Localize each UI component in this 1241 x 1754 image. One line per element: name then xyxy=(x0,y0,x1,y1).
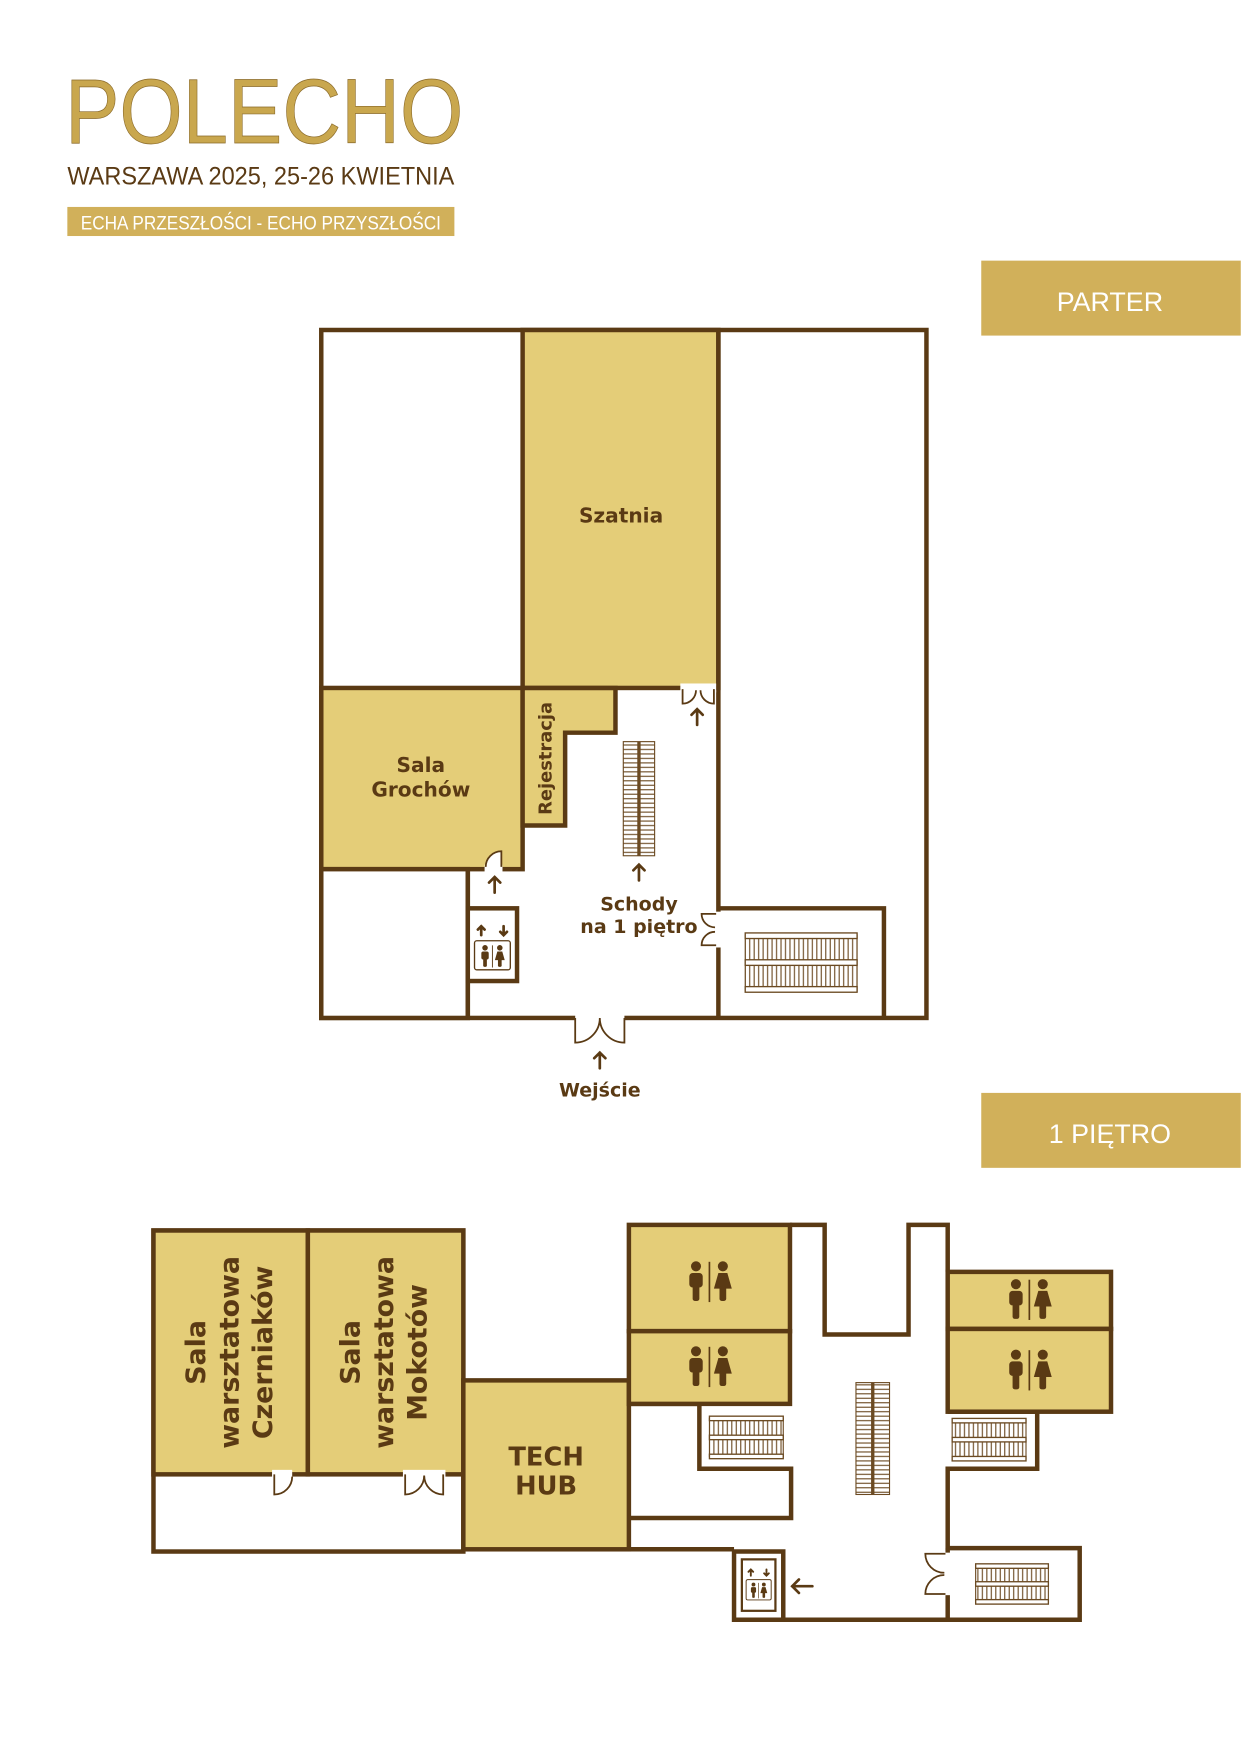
svg-text:PARTER: PARTER xyxy=(1057,287,1163,317)
arrow-up-icon xyxy=(632,862,646,882)
room-label: Mokotów xyxy=(402,1284,433,1421)
entrance-label: Wejście xyxy=(559,1079,641,1101)
room-mokotow[interactable] xyxy=(305,1228,466,1477)
room-label: Sala xyxy=(397,753,446,777)
room-rejestracja[interactable] xyxy=(520,685,618,828)
door-icon xyxy=(700,911,723,948)
stairs-icon xyxy=(744,932,858,993)
door-icon xyxy=(272,1469,294,1496)
door-icon xyxy=(924,1552,953,1596)
event-header: POLECHO WARSZAWA 2025, 25-26 KWIETNIA EC… xyxy=(65,61,464,237)
door-icon xyxy=(680,683,717,705)
room-label: warsztatowa xyxy=(369,1256,400,1449)
svg-text:1 PIĘTRO: 1 PIĘTRO xyxy=(1049,1119,1171,1149)
room-label: warsztatowa xyxy=(214,1256,245,1449)
room-label: Czerniaków xyxy=(248,1266,279,1439)
ground-floor-plan: Szatnia Sala Grochów Rejestracja xyxy=(319,327,929,1101)
floor-banner-first: 1 PIĘTRO xyxy=(981,1092,1241,1168)
door-icon xyxy=(402,1469,446,1496)
event-subtitle: WARSZAWA 2025, 25-26 KWIETNIA xyxy=(67,164,455,191)
arrow-up-icon xyxy=(487,875,502,895)
elevator-icon[interactable] xyxy=(465,906,520,984)
arrow-up-icon xyxy=(592,1050,607,1070)
elevator-icon[interactable] xyxy=(740,1558,777,1612)
stairs-icon xyxy=(951,1417,1027,1462)
room-label: Grochów xyxy=(371,777,470,801)
arrow-left-icon xyxy=(790,1578,814,1595)
arrow-up-icon xyxy=(690,707,705,727)
room-label: Rejestracja xyxy=(536,702,557,815)
stairs-icon xyxy=(708,1415,784,1460)
stairs-label: na 1 piętro xyxy=(580,916,697,938)
entrance-door-icon[interactable] xyxy=(574,1012,626,1044)
room-label: HUB xyxy=(515,1471,577,1501)
room-label: Sala xyxy=(181,1320,212,1385)
logo: POLECHO xyxy=(65,61,463,163)
floor-banner-parter: PARTER xyxy=(981,260,1241,336)
room-label: Szatnia xyxy=(579,503,663,527)
door-icon xyxy=(484,850,503,874)
stairs-icon xyxy=(974,1563,1050,1605)
tagline-banner xyxy=(67,206,455,237)
tagline: ECHA PRZESZŁOŚCI - ECHO PRZYSZŁOŚCI xyxy=(81,212,441,234)
escalator-icon xyxy=(622,741,656,857)
room-label: Sala xyxy=(335,1320,366,1385)
first-floor-plan: Sala warsztatowa Czerniaków Sala warszta… xyxy=(151,1222,1114,1623)
room-tech-hub[interactable] xyxy=(461,1378,632,1552)
escalator-icon xyxy=(855,1382,891,1496)
stairs-label: Schody xyxy=(600,894,678,916)
room-label: TECH xyxy=(508,1442,584,1472)
